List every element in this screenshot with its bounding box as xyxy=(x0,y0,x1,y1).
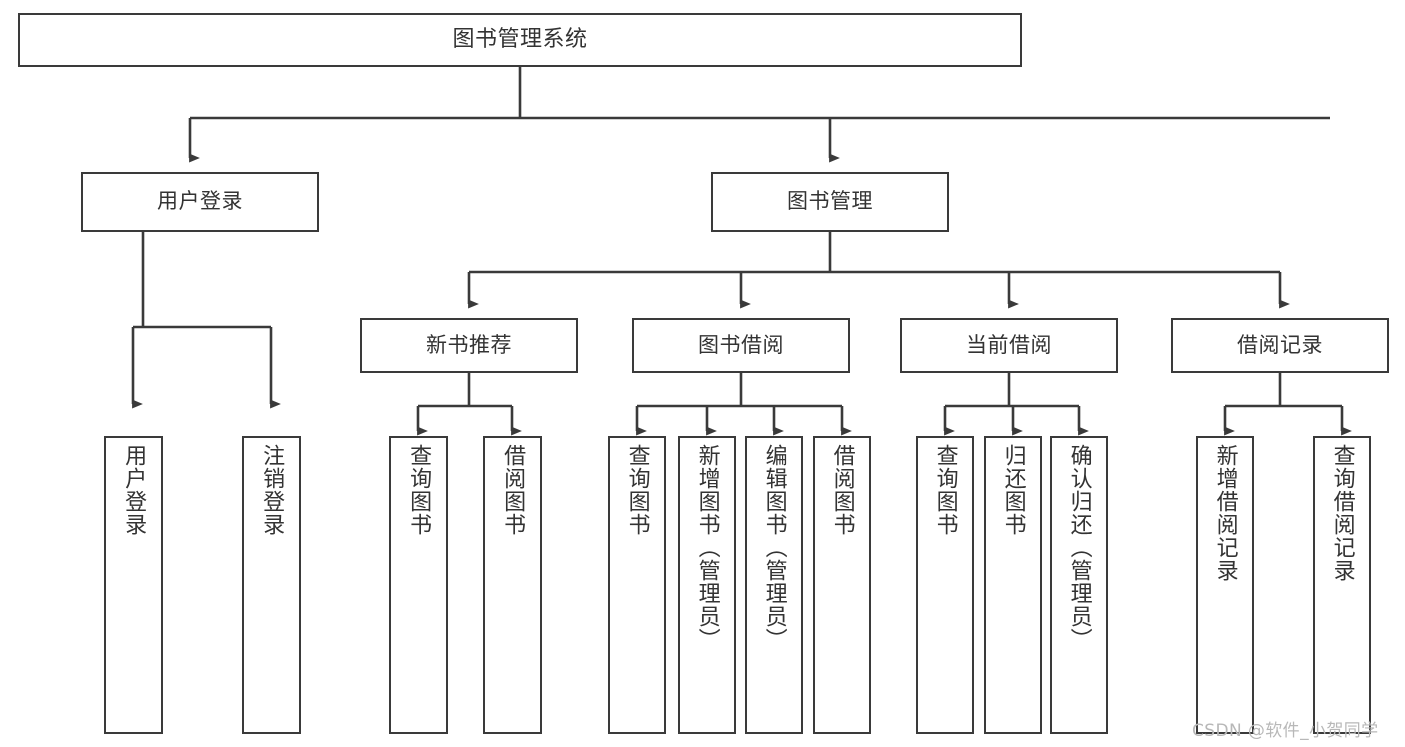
leaf-user-login-login[interactable]: 用户登录 xyxy=(104,436,163,734)
leaf-book-borrow-borrow[interactable]: 借阅图书 xyxy=(813,436,871,734)
leaf-current-borrow-confirm[interactable]: 确认归还（管理员） xyxy=(1050,436,1108,734)
node-book-borrow-label: 图书借阅 xyxy=(698,332,784,357)
node-root[interactable]: 图书管理系统 xyxy=(18,13,1022,67)
leaf-book-borrow-borrow-label: 借阅图书 xyxy=(829,444,855,536)
leaf-book-borrow-edit-label: 编辑图书（管理员） xyxy=(761,444,787,651)
node-borrow-record-label: 借阅记录 xyxy=(1237,332,1323,357)
leaf-current-borrow-return[interactable]: 归还图书 xyxy=(984,436,1042,734)
leaf-new-book-query-label: 查询图书 xyxy=(406,444,432,536)
leaf-new-book-borrow[interactable]: 借阅图书 xyxy=(483,436,542,734)
leaf-current-borrow-query-label: 查询图书 xyxy=(932,444,958,536)
leaf-current-borrow-return-label: 归还图书 xyxy=(1000,444,1026,536)
leaf-user-login-login-label: 用户登录 xyxy=(121,444,147,536)
node-user-login-label: 用户登录 xyxy=(157,189,243,214)
node-root-label: 图书管理系统 xyxy=(452,26,588,52)
leaf-current-borrow-confirm-label: 确认归还（管理员） xyxy=(1066,444,1092,651)
leaf-borrow-record-add-label: 新增借阅记录 xyxy=(1212,444,1238,582)
node-borrow-record[interactable]: 借阅记录 xyxy=(1171,318,1389,373)
leaf-book-borrow-query[interactable]: 查询图书 xyxy=(608,436,666,734)
leaf-borrow-record-add[interactable]: 新增借阅记录 xyxy=(1196,436,1254,734)
leaf-borrow-record-query-label: 查询借阅记录 xyxy=(1329,444,1355,582)
leaf-book-borrow-query-label: 查询图书 xyxy=(624,444,650,536)
node-user-login[interactable]: 用户登录 xyxy=(81,172,319,232)
node-new-book-recommend[interactable]: 新书推荐 xyxy=(360,318,578,373)
node-book-management[interactable]: 图书管理 xyxy=(711,172,949,232)
leaf-user-login-logout-label: 注销登录 xyxy=(259,444,285,536)
leaf-book-borrow-edit[interactable]: 编辑图书（管理员） xyxy=(745,436,803,734)
node-current-borrow-label: 当前借阅 xyxy=(966,332,1052,357)
node-book-management-label: 图书管理 xyxy=(787,189,873,214)
leaf-book-borrow-add-label: 新增图书（管理员） xyxy=(694,444,720,651)
leaf-new-book-borrow-label: 借阅图书 xyxy=(500,444,526,536)
leaf-user-login-logout[interactable]: 注销登录 xyxy=(242,436,301,734)
node-book-borrow[interactable]: 图书借阅 xyxy=(632,318,850,373)
watermark-text: CSDN @软件_小贺同学 xyxy=(1192,721,1379,741)
leaf-new-book-query[interactable]: 查询图书 xyxy=(389,436,448,734)
leaf-borrow-record-query[interactable]: 查询借阅记录 xyxy=(1313,436,1371,734)
node-new-book-recommend-label: 新书推荐 xyxy=(426,332,512,357)
leaf-book-borrow-add[interactable]: 新增图书（管理员） xyxy=(678,436,736,734)
node-current-borrow[interactable]: 当前借阅 xyxy=(900,318,1118,373)
leaf-current-borrow-query[interactable]: 查询图书 xyxy=(916,436,974,734)
